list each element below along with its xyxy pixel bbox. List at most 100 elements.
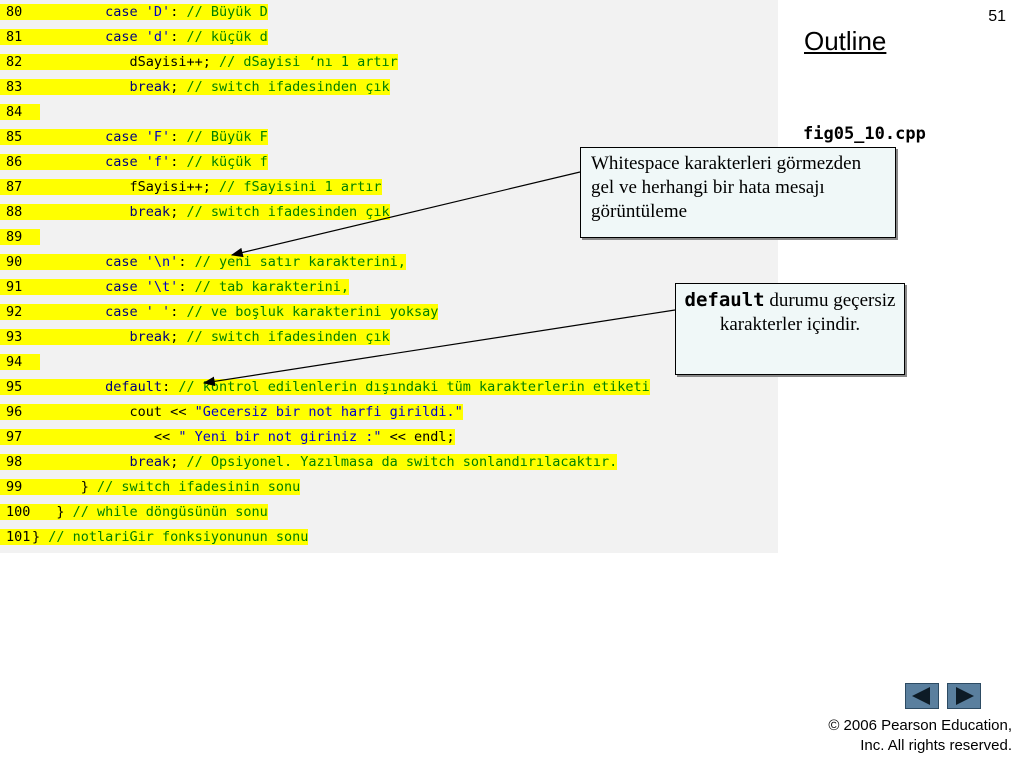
line-number: 83 — [6, 79, 23, 95]
code-line: 97 << " Yeni bir not giriniz :" << endl; — [0, 425, 455, 450]
code-line-highlight: 86 case 'f': // küçük f — [0, 154, 268, 170]
code-comment: // Opsiyonel. Yazılmasa da switch sonlan… — [186, 454, 618, 470]
code-line: 93 break; // switch ifadesinden çık — [0, 325, 390, 350]
code-indent — [32, 454, 130, 470]
code-line-highlight: 83 break; // switch ifadesinden çık — [0, 79, 390, 95]
code-keyword: case — [105, 4, 146, 20]
code-indent — [32, 479, 81, 495]
code-string: '\t' — [145, 279, 179, 295]
code-indent — [32, 154, 105, 170]
code-indent — [32, 429, 154, 445]
code-keyword: break — [129, 329, 171, 345]
code-keyword: case — [105, 29, 146, 45]
code-text: dSayisi++; — [129, 54, 219, 70]
copyright-line2: Inc. All rights reserved. — [860, 737, 1012, 754]
code-line: 91 case '\t': // tab karakterini, — [0, 275, 350, 300]
code-line: 95 default: // kontrol edilenlerin dışın… — [0, 375, 650, 400]
code-line-highlight: 95 default: // kontrol edilenlerin dışın… — [0, 379, 650, 395]
code-comment: // Büyük F — [186, 129, 268, 145]
file-name: fig05_10.cpp — [803, 124, 926, 144]
code-comment: // ve boşluk karakterini yoksay — [186, 304, 439, 320]
code-text: ; — [170, 79, 187, 95]
code-text: : — [178, 279, 195, 295]
code-line: 82 dSayisi++; // dSayisi ‘nı 1 artır — [0, 50, 398, 75]
code-comment: // switch ifadesinden çık — [186, 79, 390, 95]
line-number: 98 — [6, 454, 23, 470]
code-line-highlight: 90 case '\n': // yeni satır karakterini, — [0, 254, 406, 270]
code-comment: // tab karakterini, — [194, 279, 350, 295]
code-line-highlight: 87 fSayisi++; // fSayisini 1 artır — [0, 179, 382, 195]
code-comment: // switch ifadesinin sonu — [97, 479, 301, 495]
code-line-highlight: 85 case 'F': // Büyük F — [0, 129, 268, 145]
code-line: 100 } // while döngüsünün sonu — [0, 500, 268, 525]
code-comment: // kontrol edilenlerin dışındaki tüm kar… — [178, 379, 650, 395]
code-line-highlight: 91 case '\t': // tab karakterini, — [0, 279, 350, 295]
code-line: 86 case 'f': // küçük f — [0, 150, 268, 175]
code-text: : — [178, 254, 195, 270]
code-comment: // while döngüsünün sonu — [72, 504, 268, 520]
code-indent — [32, 129, 105, 145]
code-comment: // küçük f — [186, 154, 268, 170]
callout-default: default durumu geçersiz karakterler için… — [675, 283, 905, 375]
next-slide-button[interactable] — [947, 683, 981, 709]
code-comment: // yeni satır karakterini, — [194, 254, 406, 270]
code-line: 81 case 'd': // küçük d — [0, 25, 268, 50]
code-line-highlight: 100 } // while döngüsünün sonu — [0, 504, 268, 520]
prev-slide-button[interactable] — [905, 683, 939, 709]
code-comment: // Büyük D — [186, 4, 268, 20]
code-line-highlight: 81 case 'd': // küçük d — [0, 29, 268, 45]
code-keyword: case — [105, 304, 146, 320]
code-indent — [32, 379, 105, 395]
code-text: : — [162, 379, 179, 395]
code-string: " Yeni bir not giriniz :" — [178, 429, 382, 445]
code-line: 96 cout << "Gecersiz bir not harfi giril… — [0, 400, 463, 425]
code-line-highlight: 98 break; // Opsiyonel. Yazılmasa da swi… — [0, 454, 618, 470]
line-number: 88 — [6, 204, 23, 220]
code-line-highlight: 99 } // switch ifadesinin sonu — [0, 479, 301, 495]
outline-link[interactable]: Outline — [804, 26, 887, 56]
code-indent — [32, 29, 105, 45]
line-number: 89 — [6, 229, 23, 245]
code-line-highlight: 88 break; // switch ifadesinden çık — [0, 204, 390, 220]
code-line: 98 break; // Opsiyonel. Yazılmasa da swi… — [0, 450, 618, 475]
code-indent — [32, 4, 105, 20]
code-text: ; — [170, 204, 187, 220]
copyright-symbol: © — [828, 717, 840, 734]
code-keyword: break — [129, 79, 171, 95]
callout-whitespace-text: Whitespace karakterleri görmezden gel ve… — [591, 153, 862, 222]
code-line-highlight: 96 cout << "Gecersiz bir not harfi giril… — [0, 404, 463, 420]
code-keyword: case — [105, 254, 146, 270]
code-indent — [32, 254, 105, 270]
code-comment: // dSayisi ‘nı 1 artır — [218, 54, 398, 70]
code-line-highlight: 80 case 'D': // Büyük D — [0, 4, 268, 20]
line-number: 101 — [6, 529, 31, 545]
code-line-highlight: 101} // notlariGir fonksiyonunun sonu — [0, 529, 309, 545]
code-string: 'F' — [145, 129, 171, 145]
code-line: 85 case 'F': // Büyük F — [0, 125, 268, 150]
code-text: } — [32, 529, 49, 545]
code-text: << — [153, 429, 179, 445]
code-text: : — [170, 29, 187, 45]
line-number: 100 — [6, 504, 31, 520]
code-indent — [32, 404, 130, 420]
code-text: } — [80, 479, 98, 495]
code-keyword: break — [129, 454, 171, 470]
code-line: 90 case '\n': // yeni satır karakterini, — [0, 250, 406, 275]
line-number: 96 — [6, 404, 23, 420]
line-number: 84 — [6, 104, 23, 120]
code-text: ; — [170, 329, 187, 345]
code-comment: // fSayisini 1 artır — [218, 179, 382, 195]
code-line-highlight: 82 dSayisi++; // dSayisi ‘nı 1 artır — [0, 54, 398, 70]
code-comment: // switch ifadesinden çık — [186, 204, 390, 220]
code-line: 89 — [0, 225, 41, 250]
code-keyword: case — [105, 154, 146, 170]
line-number: 81 — [6, 29, 23, 45]
line-number: 91 — [6, 279, 23, 295]
code-comment: // switch ifadesinden çık — [186, 329, 390, 345]
code-keyword: case — [105, 279, 146, 295]
code-text: : — [170, 154, 187, 170]
line-number: 87 — [6, 179, 23, 195]
code-line: 101} // notlariGir fonksiyonunun sonu — [0, 525, 309, 550]
code-line: 83 break; // switch ifadesinden çık — [0, 75, 390, 100]
code-text: } — [56, 504, 73, 520]
